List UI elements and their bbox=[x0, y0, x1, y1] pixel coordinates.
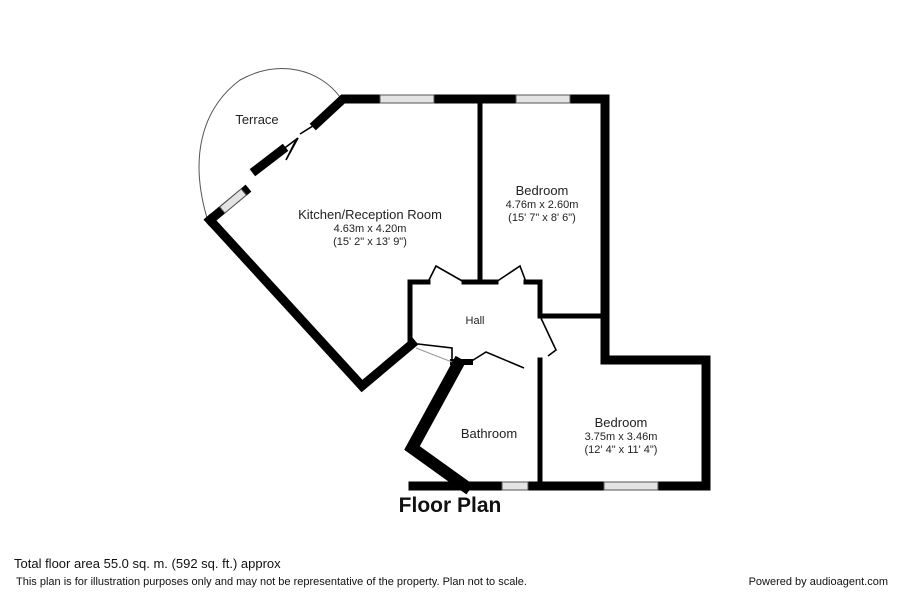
plan-title: Floor Plan bbox=[398, 494, 502, 517]
room-label-bedroom-1: Bedroom 4.76m x 2.60m (15' 7" x 8' 6") bbox=[490, 183, 594, 224]
doors bbox=[281, 123, 558, 369]
room-dimensions-imperial: (15' 7" x 8' 6") bbox=[508, 211, 576, 224]
walls bbox=[203, 94, 711, 495]
room-label-bathroom: Bathroom bbox=[450, 426, 528, 442]
room-dimensions-metric: 3.75m x 3.46m bbox=[584, 430, 658, 443]
terrace-outline bbox=[198, 68, 341, 219]
room-dimensions-imperial: (15' 2" x 13' 9") bbox=[333, 235, 407, 248]
room-label-kitchen: Kitchen/Reception Room 4.63m x 4.20m (15… bbox=[270, 207, 470, 248]
room-name: Hall bbox=[465, 315, 485, 327]
powered-by-link[interactable]: Powered by audioagent.com bbox=[748, 576, 888, 588]
windows bbox=[218, 94, 659, 491]
room-dimensions-metric: 4.76m x 2.60m bbox=[505, 198, 579, 211]
room-name: Bedroom bbox=[594, 415, 648, 430]
room-dimensions-metric: 4.63m x 4.20m bbox=[333, 222, 407, 235]
room-label-bedroom-2: Bedroom 3.75m x 3.46m (12' 4" x 11' 4") bbox=[568, 415, 674, 456]
room-name: Kitchen/Reception Room bbox=[298, 207, 442, 222]
room-name: Terrace bbox=[235, 112, 279, 127]
room-label-terrace: Terrace bbox=[222, 112, 292, 128]
room-label-hall: Hall bbox=[455, 315, 495, 328]
room-name: Bedroom bbox=[515, 183, 569, 198]
room-dimensions-imperial: (12' 4" x 11' 4") bbox=[584, 443, 658, 456]
disclaimer-text: This plan is for illustration purposes o… bbox=[16, 576, 527, 588]
room-name: Bathroom bbox=[460, 426, 518, 441]
total-floor-area: Total floor area 55.0 sq. m. (592 sq. ft… bbox=[14, 556, 281, 571]
